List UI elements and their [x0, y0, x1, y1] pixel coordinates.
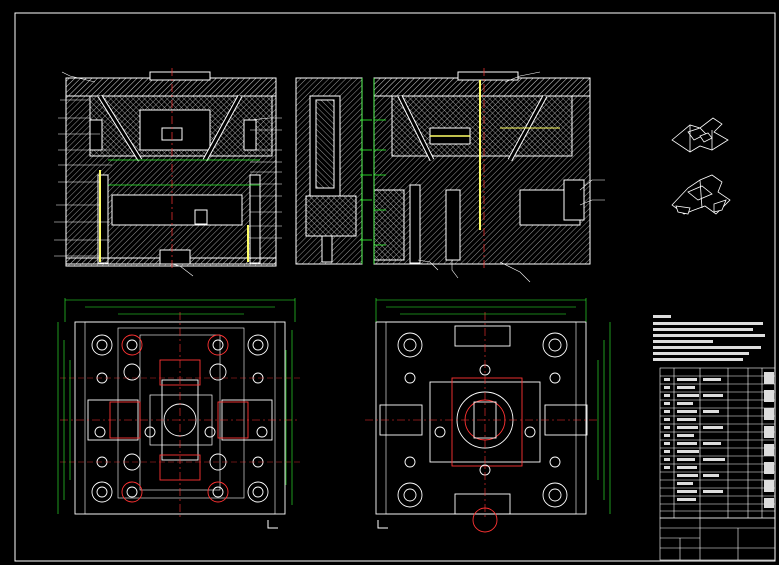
plan-view-core-side	[60, 312, 300, 520]
section-view-right	[373, 68, 591, 270]
section-view-middle	[295, 77, 372, 265]
view-corner-mark-right	[377, 520, 388, 529]
section-view-left	[65, 68, 277, 270]
isometric-part-bottom	[671, 174, 731, 215]
notes-lines	[653, 315, 765, 361]
title-block	[659, 517, 776, 561]
dimensions-plan-right	[375, 298, 611, 514]
view-corner-mark-left	[267, 520, 278, 529]
bom-row-fill	[664, 372, 774, 508]
bill-of-materials-table	[659, 367, 776, 519]
drawing-frame	[14, 12, 776, 562]
leader-lines-right	[417, 71, 605, 283]
leader-lines-left	[54, 71, 282, 277]
dimensions-plan-left	[57, 298, 296, 514]
plan-view-cavity-side	[365, 312, 600, 533]
isometric-part-top	[671, 117, 729, 153]
